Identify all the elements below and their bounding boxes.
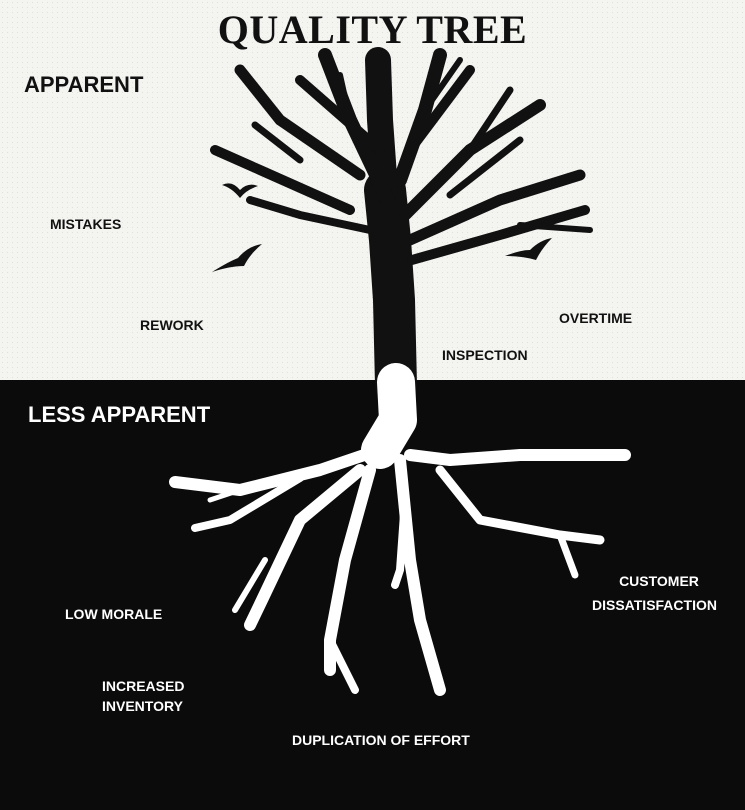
apparent-item-mistakes: MISTAKES <box>50 216 121 232</box>
apparent-heading: APPARENT <box>24 72 143 98</box>
less-apparent-item-increased: INCREASED <box>102 678 184 694</box>
less-apparent-item-duplication: DUPLICATION OF EFFORT <box>292 732 470 748</box>
less-apparent-item-dissatisfaction: DISSATISFACTION <box>592 597 717 613</box>
apparent-item-overtime: OVERTIME <box>559 310 632 326</box>
apparent-item-rework: REWORK <box>140 317 204 333</box>
diagram-title: QUALITY TREE <box>0 6 745 53</box>
tree-trunk-icon <box>215 55 590 385</box>
apparent-item-inspection: INSPECTION <box>442 347 528 363</box>
less-apparent-item-customer: CUSTOMER <box>600 573 718 589</box>
less-apparent-item-inventory: INVENTORY <box>102 698 183 714</box>
less-apparent-item-low-morale: LOW MORALE <box>65 606 162 622</box>
less-apparent-heading: LESS APPARENT <box>28 402 210 428</box>
roots-icon <box>175 382 625 690</box>
